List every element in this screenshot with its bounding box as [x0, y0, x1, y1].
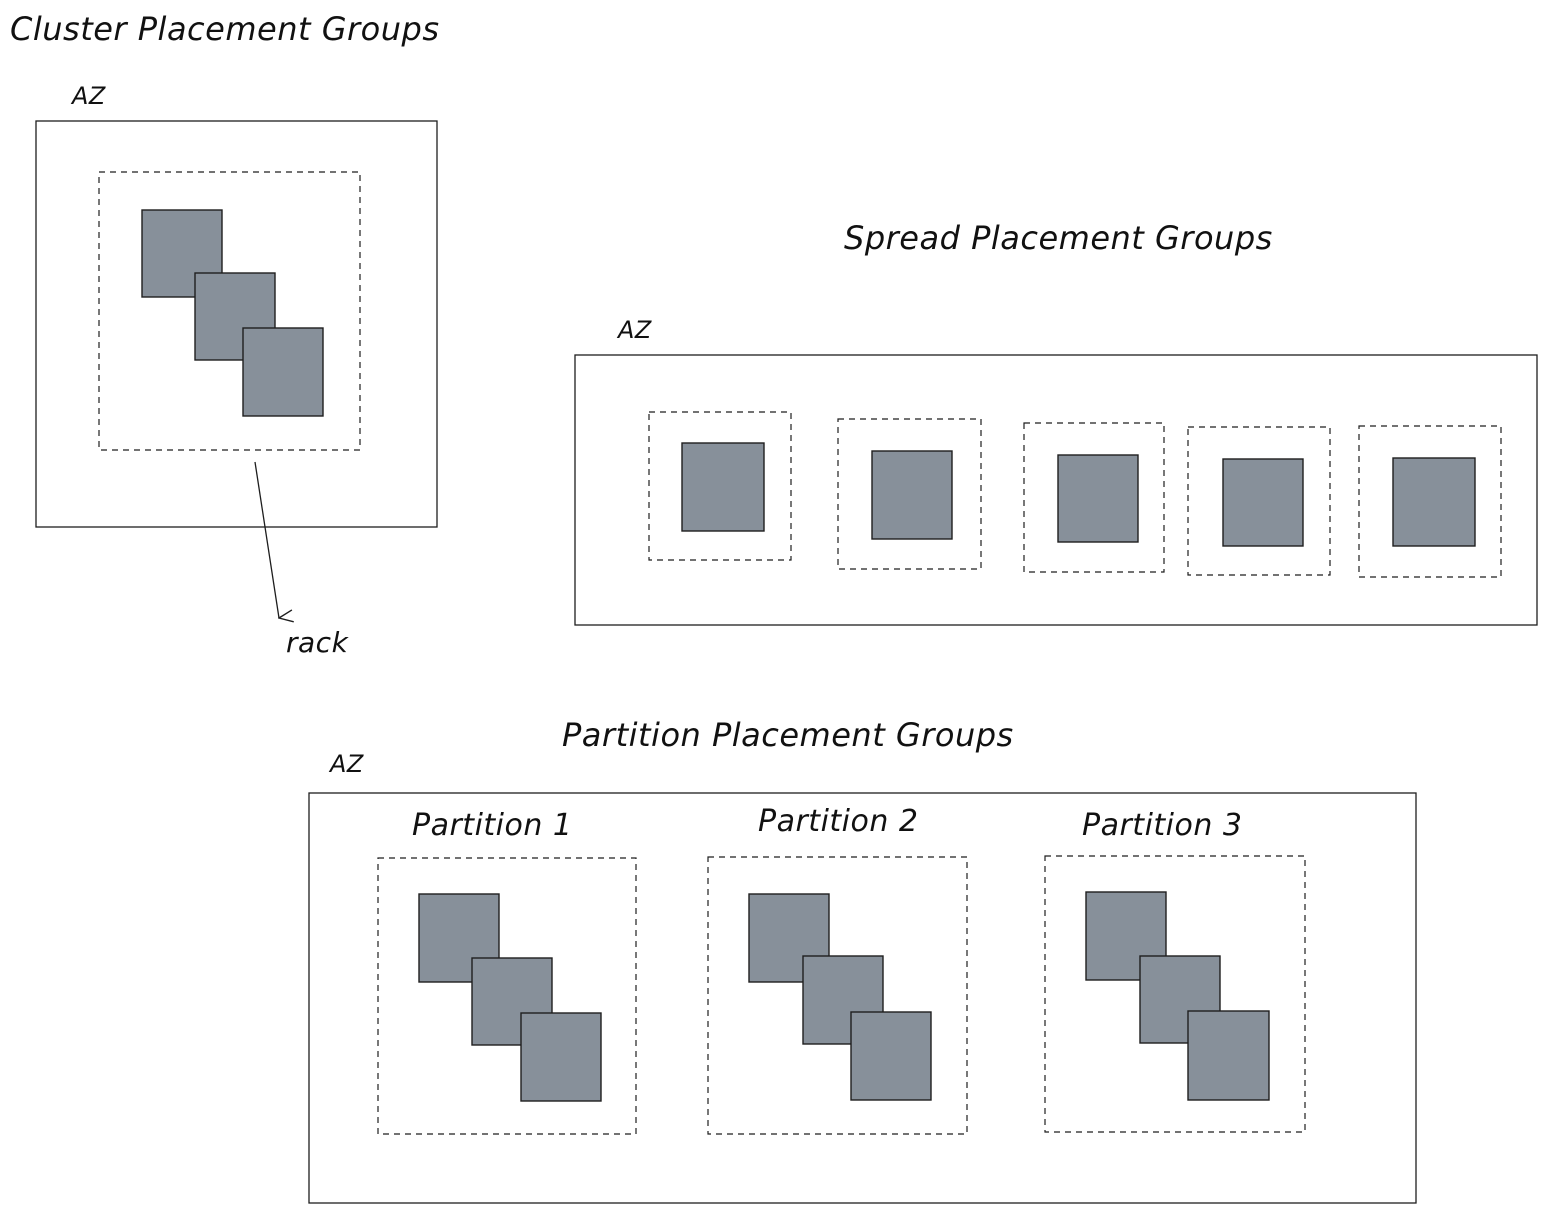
partition-2-box	[707, 856, 968, 1135]
spread-rack-box-1	[648, 411, 792, 561]
cluster-title: Cluster Placement Groups	[10, 10, 440, 48]
cluster-az-box	[35, 120, 438, 528]
partition-3-box	[1044, 855, 1306, 1133]
cluster-instance-3	[242, 327, 324, 417]
cluster-az-label: AZ	[72, 82, 106, 110]
cluster-group	[35, 120, 438, 618]
partition-3-label: Partition 3	[1082, 808, 1243, 843]
partition-2-label: Partition 2	[758, 804, 919, 839]
spread-title: Spread Placement Groups	[844, 219, 1273, 257]
spread-instance-1	[681, 442, 765, 532]
partition-az-box	[308, 792, 1417, 1204]
cluster-rack-box	[98, 171, 361, 451]
spread-rack-box-3	[1023, 422, 1165, 573]
spread-group	[574, 354, 1538, 626]
partition-title: Partition Placement Groups	[562, 716, 1014, 754]
partition-1-label: Partition 1	[412, 808, 573, 843]
partition-3-instance-3	[1187, 1010, 1270, 1101]
rack-label: rack	[286, 626, 349, 659]
spread-az-box	[574, 354, 1538, 626]
partition-2-instance-3	[850, 1011, 932, 1101]
partition-az-label: AZ	[330, 750, 364, 778]
spread-instance-5	[1392, 457, 1476, 547]
spread-az-label: AZ	[618, 316, 652, 344]
spread-rack-box-4	[1187, 426, 1331, 576]
spread-rack-box-5	[1358, 425, 1502, 578]
spread-instance-3	[1057, 454, 1139, 543]
rack-pointer-arrow	[254, 461, 279, 618]
spread-instance-2	[871, 450, 953, 540]
spread-instance-4	[1222, 458, 1304, 547]
partition-1-box	[377, 857, 637, 1135]
partition-1-instance-3	[520, 1012, 602, 1102]
partition-group	[308, 792, 1417, 1204]
spread-rack-box-2	[837, 418, 982, 570]
